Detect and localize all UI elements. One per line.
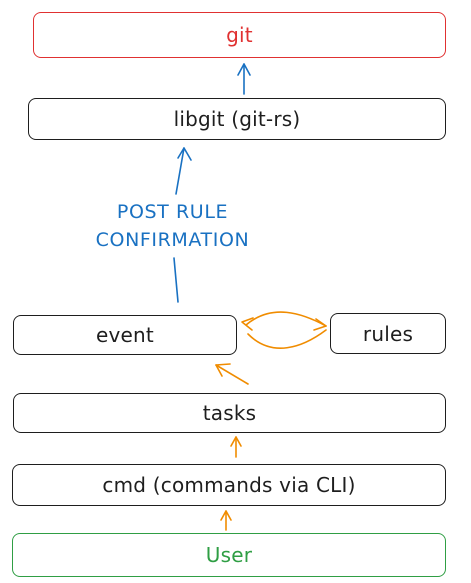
user-node: User <box>12 533 446 577</box>
event-node-label: event <box>96 323 154 347</box>
git-node: git <box>33 12 446 58</box>
post-rule-confirmation-annotation: POST RULE CONFIRMATION <box>70 198 275 254</box>
arrow-rules-to-event-head <box>241 317 254 331</box>
libgit-node: libgit (git-rs) <box>28 98 446 140</box>
arrow-event-to-libgit-lower <box>173 257 179 303</box>
arrow-rules-to-event <box>247 329 327 349</box>
git-node-label: git <box>226 23 253 47</box>
cmd-node: cmd (commands via CLI) <box>12 464 446 506</box>
event-node: event <box>13 315 237 355</box>
arrow-event-to-rules <box>245 311 327 327</box>
arrow-tasks-to-event-head <box>215 363 231 377</box>
arrow-event-to-libgit-upper <box>175 147 185 195</box>
arrow-event-to-rules-head <box>313 318 327 331</box>
libgit-node-label: libgit (git-rs) <box>173 107 301 131</box>
cmd-node-label: cmd (commands via CLI) <box>102 473 356 497</box>
tasks-node: tasks <box>13 393 446 433</box>
arrow-libgit-to-git-head <box>237 63 251 76</box>
arrow-user-to-cmd-head <box>220 510 232 521</box>
annotation-line-2: CONFIRMATION <box>95 229 250 251</box>
arrow-cmd-to-tasks-head <box>230 436 242 447</box>
arrow-event-to-libgit-head <box>177 147 192 161</box>
rules-node: rules <box>330 313 446 354</box>
rules-node-label: rules <box>362 321 414 346</box>
annotation-line-1: POST RULE <box>116 201 229 223</box>
arrow-tasks-to-event <box>215 364 249 385</box>
tasks-node-label: tasks <box>202 401 257 425</box>
user-node-label: User <box>205 543 253 567</box>
